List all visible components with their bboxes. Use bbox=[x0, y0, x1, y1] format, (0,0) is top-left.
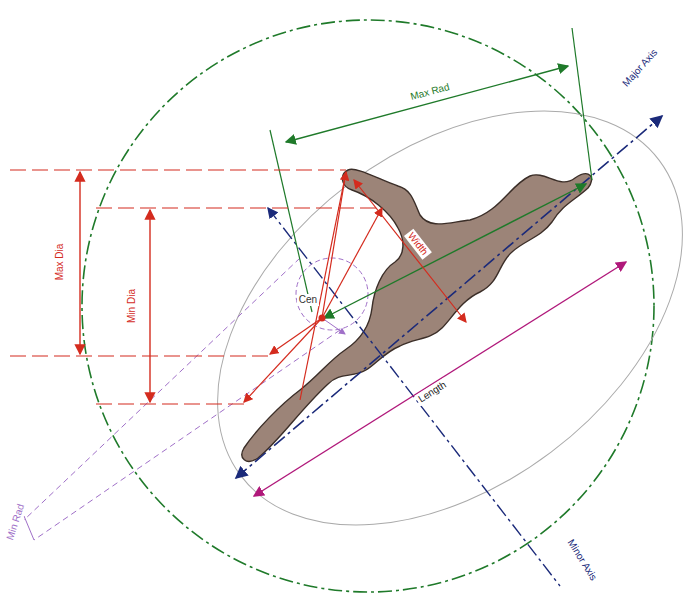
dimension-label: Min Rad bbox=[4, 501, 28, 544]
dimension-label: Min Dia bbox=[126, 287, 138, 325]
axis-label: Minor Axis bbox=[564, 536, 601, 585]
axis-label: Major Axis bbox=[619, 45, 661, 90]
dimension-label: Max Dia bbox=[54, 242, 66, 283]
dimension-label: Length bbox=[414, 378, 450, 407]
point-label: Cen bbox=[297, 294, 319, 306]
dimension-label: Max Rad bbox=[407, 81, 453, 104]
